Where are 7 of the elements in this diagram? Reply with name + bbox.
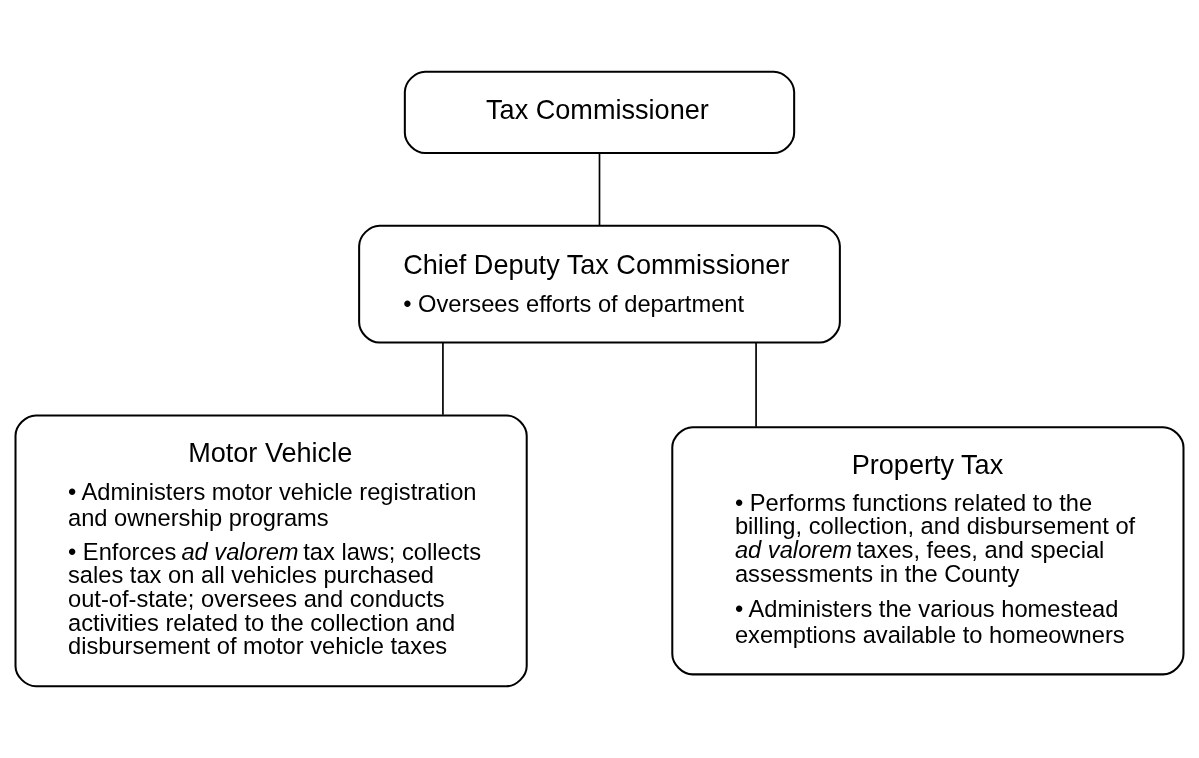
node-box: Motor Vehicle • Administers motor vehicle registration and ownership programs • Enforces ad valorem tax laws; collects sales tax on all vehicles purchased out-of-state; oversees and conducts activities related to the collection and disbursement of motor vehicle taxes — [14, 414, 528, 688]
node-box: Property Tax • Performs functions related to the billing, collection, and disbursement of ad valorem taxes, fees, and special assessments in the County • Administers the various homestead exemptions available to homeowners — [671, 426, 1185, 676]
connector — [755, 341, 757, 428]
node-box: Tax Commissioner — [403, 70, 796, 155]
connector — [598, 152, 601, 227]
node-box: Chief Deputy Tax Commissioner • Oversees efforts of department — [358, 224, 841, 344]
connector — [442, 341, 444, 416]
